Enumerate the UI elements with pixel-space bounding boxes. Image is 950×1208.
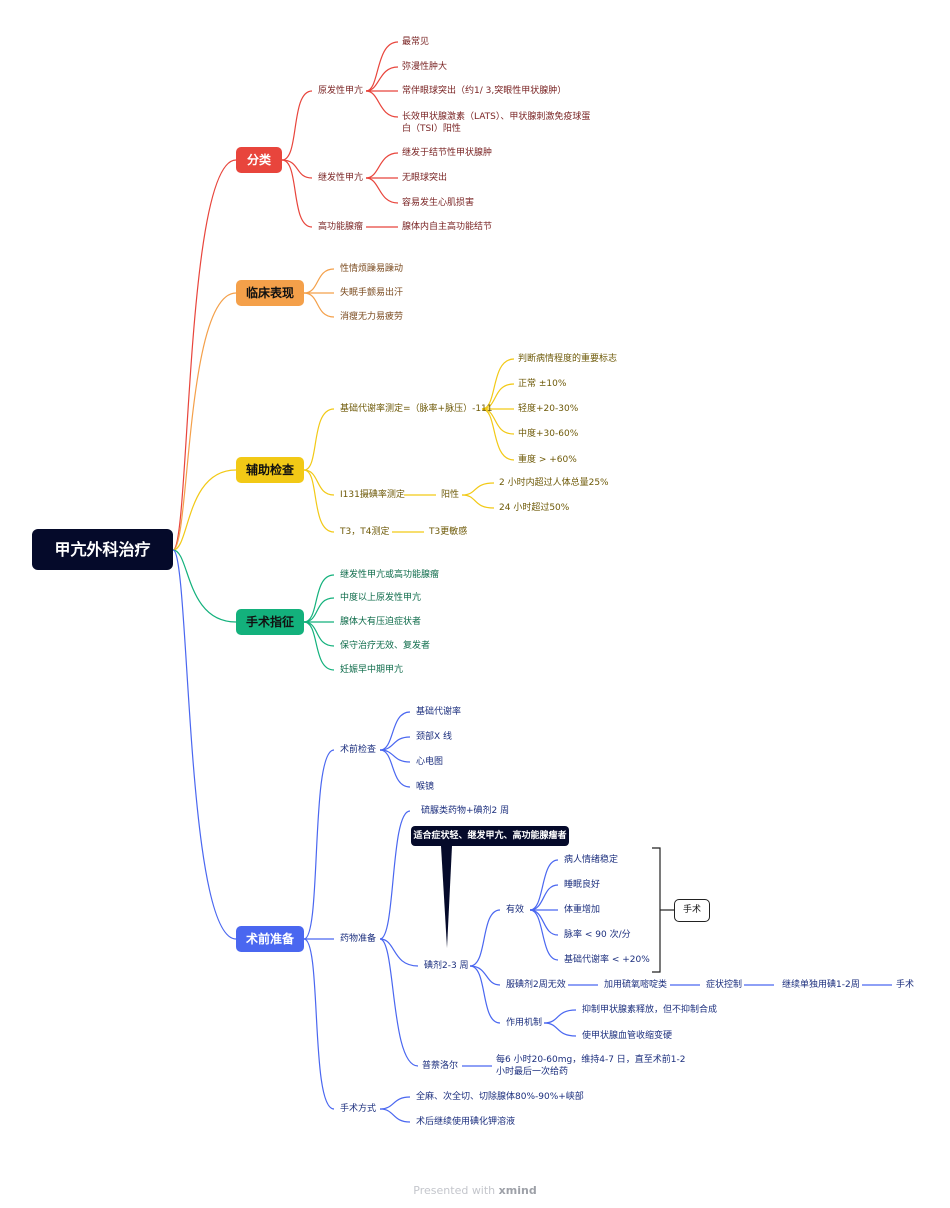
effective-sign[interactable]: 脉率 < 90 次/分 <box>564 930 631 940</box>
propranolol-dose-cont: 小时最后一次给药 <box>496 1067 569 1077</box>
aux-iodine-item[interactable]: 24 小时超过50% <box>499 503 570 513</box>
classify-primary[interactable]: 原发性甲亢 <box>318 86 364 96</box>
mechanism-item[interactable]: 使甲状腺血管收缩变硬 <box>582 1031 673 1041</box>
aux-bmr[interactable]: 基础代谢率测定=（脉率+脉压）-111 <box>340 404 493 414</box>
effective-summary-surgery[interactable]: 手术 <box>674 899 710 922</box>
prep-surgery[interactable]: 手术方式 <box>340 1104 377 1114</box>
classify-secondary-item[interactable]: 容易发生心肌损害 <box>402 198 475 208</box>
aux-bmr-item[interactable]: 判断病情程度的重要标志 <box>518 354 618 364</box>
footer-credit: Presented with xmind <box>0 1184 950 1197</box>
indication-item[interactable]: 中度以上原发性甲亢 <box>340 593 422 603</box>
aux-bmr-item[interactable]: 中度+30-60% <box>518 429 579 439</box>
footer-prefix: Presented with <box>413 1184 496 1197</box>
prep-exam-item[interactable]: 基础代谢率 <box>416 707 462 717</box>
mechanism-item[interactable]: 抑制甲状腺素释放，但不抑制合成 <box>582 1005 718 1015</box>
classify-primary-item[interactable]: 长效甲状腺激素（LATS）、甲状腺刺激免疫球蛋 <box>402 112 591 122</box>
failed-step[interactable]: 继续单独用碘1-2周 <box>782 980 860 990</box>
branch-indication[interactable]: 手术指征 <box>236 609 304 635</box>
branch-classify[interactable]: 分类 <box>236 147 282 173</box>
aux-t3t4[interactable]: T3，T4测定 <box>340 527 390 537</box>
classify-primary-item-cont: 白（TSI）阳性 <box>402 124 461 134</box>
prep-exam-item[interactable]: 颈部X 线 <box>416 732 453 742</box>
iodine-effective[interactable]: 有效 <box>506 905 525 915</box>
classify-adenoma-item[interactable]: 腺体内自主高功能结节 <box>402 222 493 232</box>
prep-exam-item[interactable]: 心电图 <box>416 757 444 767</box>
classify-adenoma[interactable]: 高功能腺瘤 <box>318 222 364 232</box>
branch-aux[interactable]: 辅助检查 <box>236 457 304 483</box>
failed-step[interactable]: 加用硫氧嘧啶类 <box>604 980 668 990</box>
iodine-failed[interactable]: 服碘剂2周无效 <box>506 980 566 990</box>
classify-primary-item[interactable]: 最常见 <box>402 37 430 47</box>
clinical-item[interactable]: 性情烦躁易躁动 <box>340 264 404 274</box>
aux-bmr-item[interactable]: 正常 ±10% <box>518 379 567 389</box>
surgery-item[interactable]: 全麻、次全切、切除腺体80%-90%+峡部 <box>416 1092 584 1102</box>
classify-secondary[interactable]: 继发性甲亢 <box>318 173 364 183</box>
failed-step[interactable]: 手术 <box>896 980 915 990</box>
iodine-mechanism[interactable]: 作用机制 <box>506 1018 543 1028</box>
indication-item[interactable]: 腺体大有压迫症状者 <box>340 617 422 627</box>
aux-iodine-item[interactable]: 2 小时内超过人体总量25% <box>499 478 609 488</box>
indication-item[interactable]: 妊娠早中期甲亢 <box>340 665 404 675</box>
aux-iodine[interactable]: I131摄碘率测定 <box>340 490 405 500</box>
effective-sign[interactable]: 基础代谢率 < +20% <box>564 955 650 965</box>
prep-drug-iodine[interactable]: 碘剂2-3 周 <box>424 961 469 971</box>
root-topic[interactable]: 甲亢外科治疗 <box>32 529 173 570</box>
indication-item[interactable]: 保守治疗无效、复发者 <box>340 641 431 651</box>
effective-sign[interactable]: 体重增加 <box>564 905 601 915</box>
prep-drug-callout: 适合症状轻、继发甲亢、高功能腺瘤者 <box>411 826 569 846</box>
propranolol-dose[interactable]: 每6 小时20-60mg，维持4-7 日，直至术前1-2 <box>496 1055 686 1065</box>
effective-sign[interactable]: 睡眠良好 <box>564 880 601 890</box>
branch-prep[interactable]: 术前准备 <box>236 926 304 952</box>
aux-t3t4-item[interactable]: T3更敏感 <box>429 527 468 537</box>
prep-drug[interactable]: 药物准备 <box>340 934 377 944</box>
indication-item[interactable]: 继发性甲亢或高功能腺瘤 <box>340 570 440 580</box>
prep-exam[interactable]: 术前检查 <box>340 745 377 755</box>
classify-primary-item[interactable]: 弥漫性肿大 <box>402 62 448 72</box>
prep-drug-thiourea[interactable]: 硫脲类药物+碘剂2 周 <box>421 806 510 816</box>
classify-secondary-item[interactable]: 继发于结节性甲状腺肿 <box>402 148 493 158</box>
clinical-item[interactable]: 失眠手颤易出汗 <box>340 288 404 298</box>
prep-drug-propranolol[interactable]: 普萘洛尔 <box>422 1061 459 1071</box>
footer-brand: xmind <box>498 1184 537 1197</box>
branch-clinical[interactable]: 临床表现 <box>236 280 304 306</box>
classify-primary-item[interactable]: 常伴眼球突出（约1/ 3,突眼性甲状腺肿） <box>402 86 567 96</box>
failed-step[interactable]: 症状控制 <box>706 980 743 990</box>
classify-secondary-item[interactable]: 无眼球突出 <box>402 173 448 183</box>
effective-sign[interactable]: 病人情绪稳定 <box>564 855 619 865</box>
clinical-item[interactable]: 消瘦无力易疲劳 <box>340 312 404 322</box>
aux-bmr-item[interactable]: 重度 > +60% <box>518 455 577 465</box>
aux-bmr-item[interactable]: 轻度+20-30% <box>518 404 579 414</box>
prep-exam-item[interactable]: 喉镜 <box>416 782 435 792</box>
surgery-item[interactable]: 术后继续使用碘化钾溶液 <box>416 1117 516 1127</box>
aux-iodine-positive[interactable]: 阳性 <box>441 490 460 500</box>
